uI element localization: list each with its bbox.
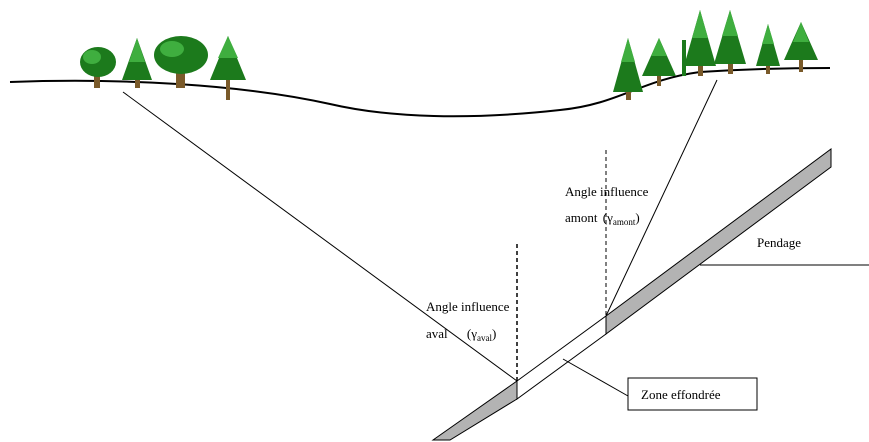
label-aval-subscript: aval [477,333,492,343]
label-aval-text: aval [426,326,448,341]
label-aval-line2: aval (γaval) [426,326,496,343]
label-aval-gamma: (γ [467,326,477,341]
tree-icon [613,38,643,100]
ground-surface-line [9,67,831,118]
zone-leader-line [562,358,629,397]
label-zone: Zone effondrée [641,387,721,402]
label-amont-gamma: (γ [603,210,613,225]
tree-icon [80,47,116,88]
tree-icon [210,36,246,100]
label-amont-close: ) [635,210,639,225]
label-amont-line1: Angle influence [565,184,649,199]
tree-icon [756,24,780,74]
collapsed-zone [516,315,607,400]
tree-icon [684,10,716,76]
label-amont-subscript: amont [613,217,636,227]
tree-icon [154,36,208,88]
influence-line-aval [122,91,518,382]
label-amont-text: amont [565,210,598,225]
label-aval-close: ) [492,326,496,341]
label-amont-line2: amont (γamont) [565,210,640,227]
seam-upper-segment [605,148,832,335]
tree-group-left [80,36,246,100]
tree-icon [784,22,818,72]
label-aval-line1: Angle influence [426,299,510,314]
tree-icon [682,40,686,76]
seam-lower-segment [431,380,518,441]
influence-line-amont [605,79,718,317]
label-pendage: Pendage [757,235,801,250]
zone-label-box [627,377,758,411]
tree-icon [714,10,746,74]
tree-icon [122,38,152,88]
tree-group-right [613,10,818,100]
tree-icon [642,38,676,86]
